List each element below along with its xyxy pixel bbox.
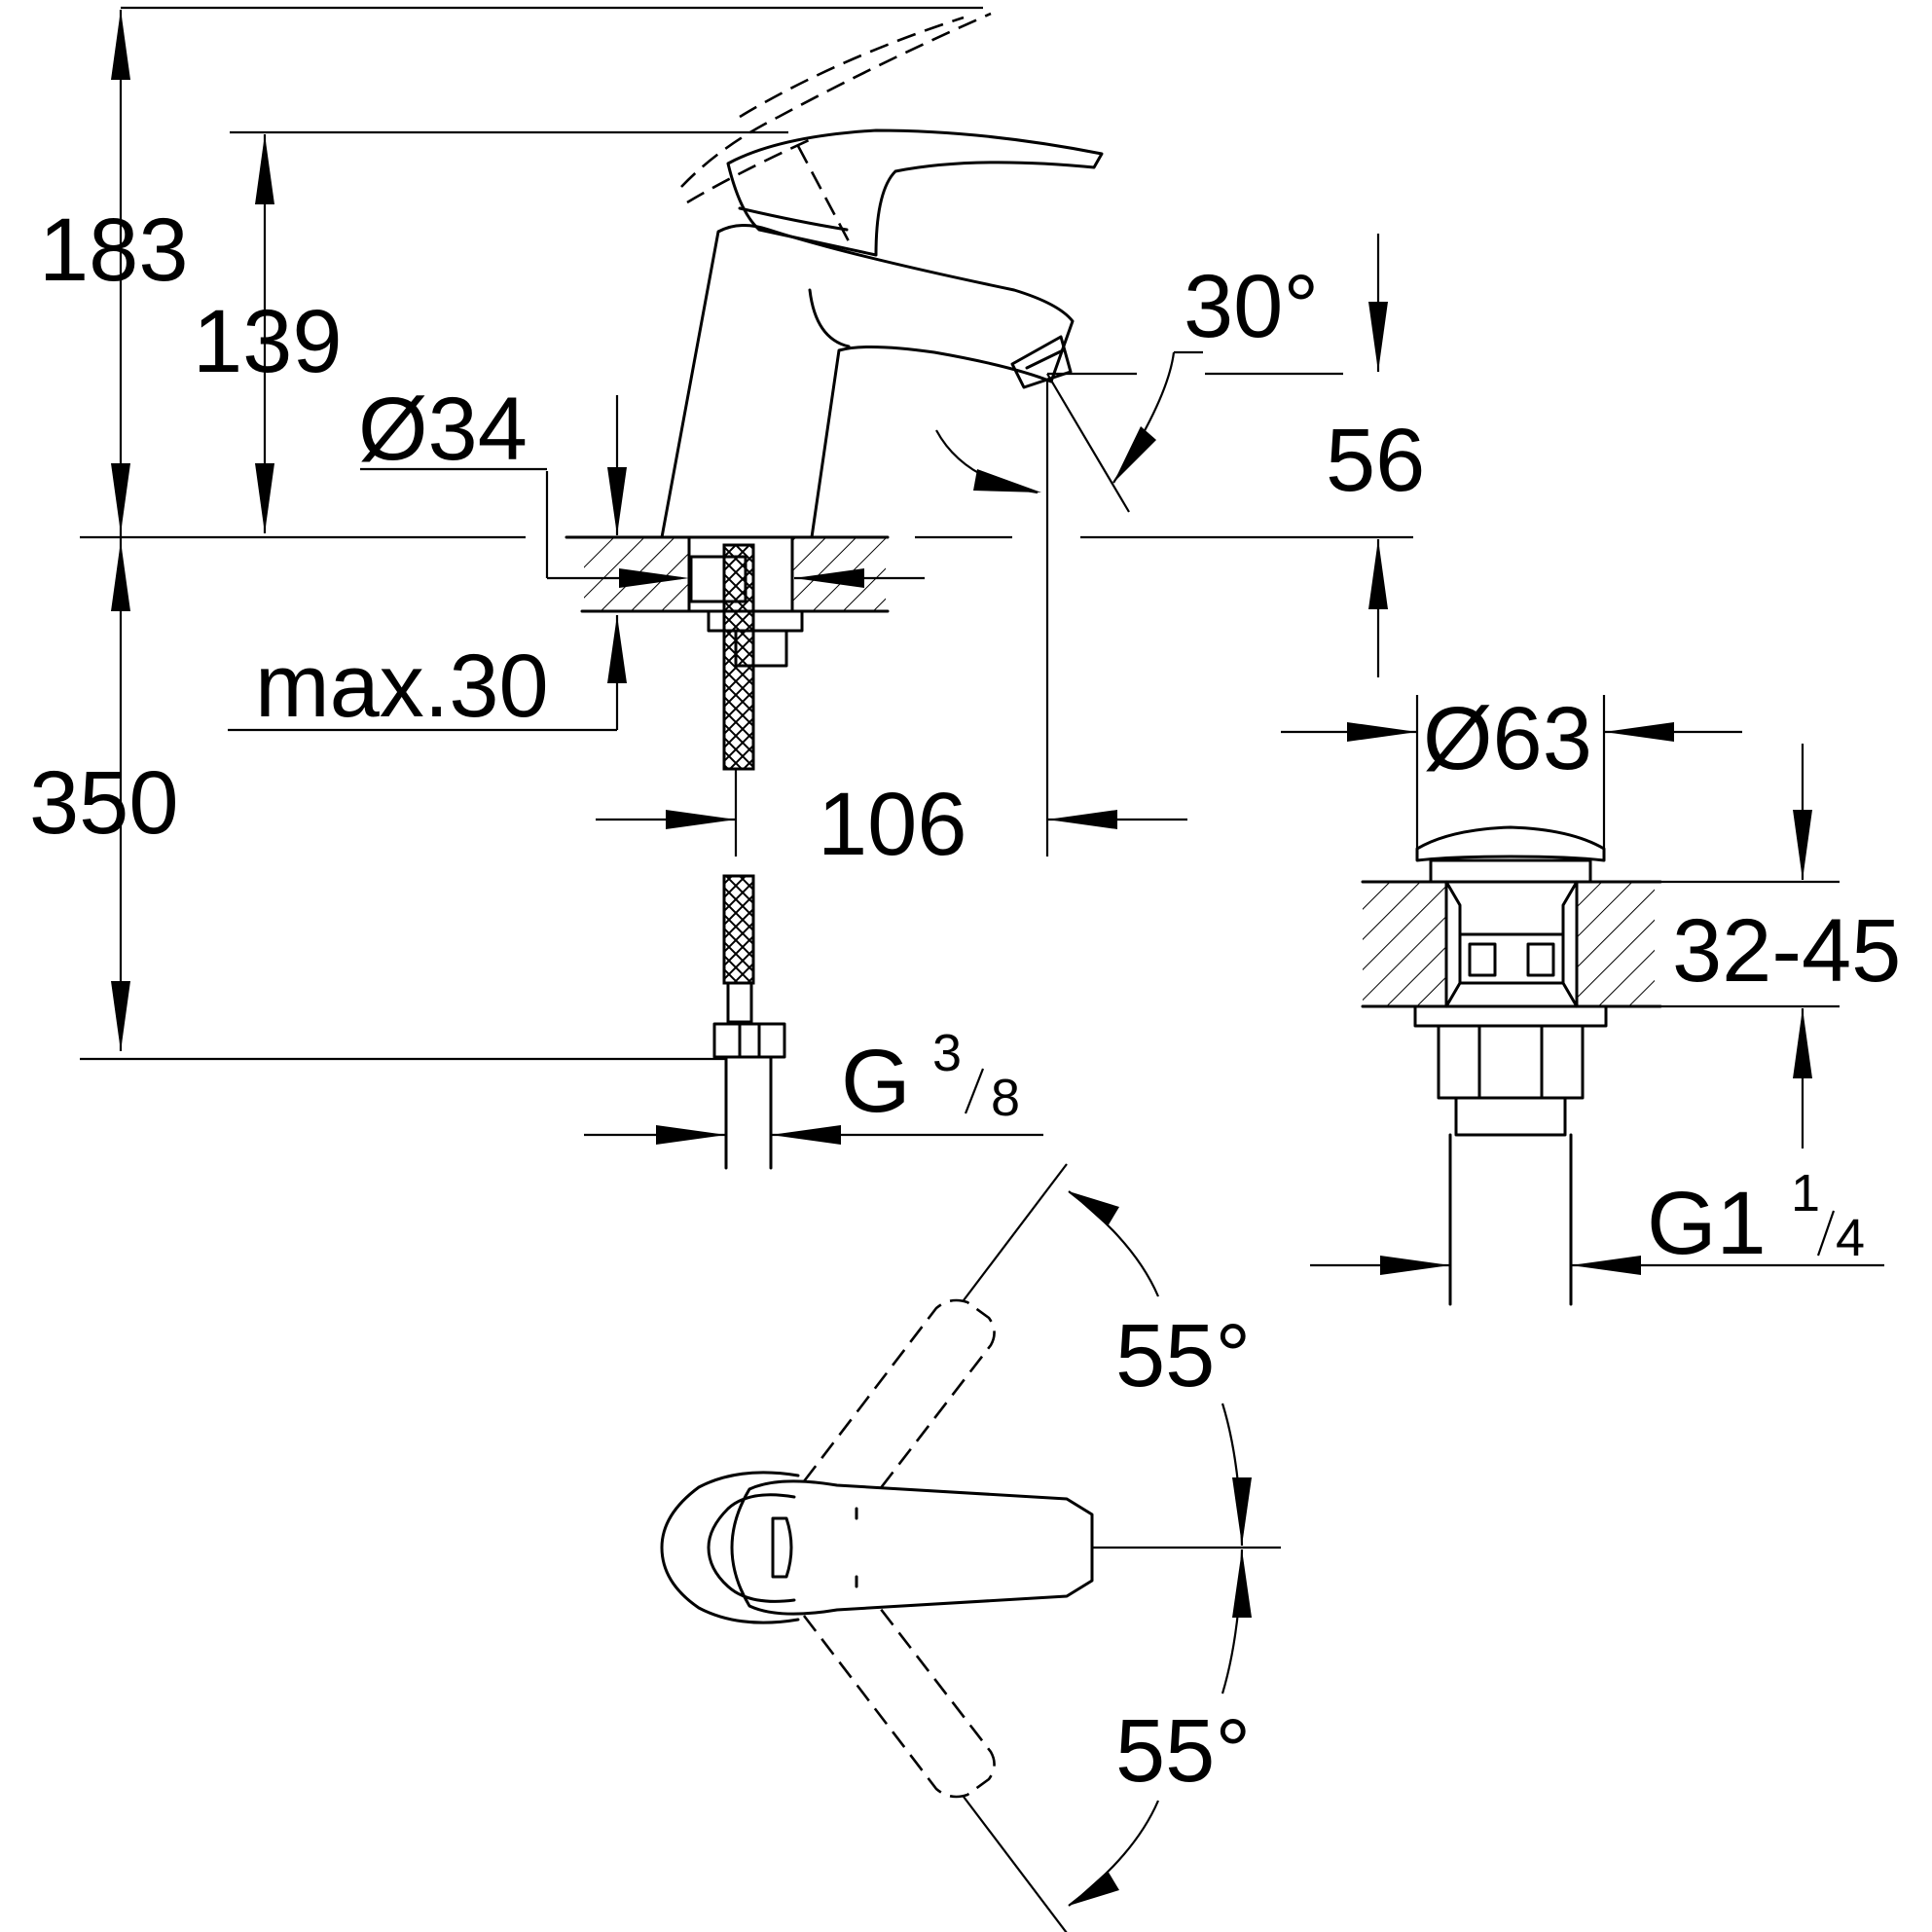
dimension-hose-thread-numerator: 3 <box>932 1024 962 1082</box>
lever-rotated-down <box>802 1607 996 1799</box>
dimension-106-label: 106 <box>818 775 967 874</box>
dimension-56: 56 <box>1326 234 1425 677</box>
dimension-diameter-34-label: Ø34 <box>358 380 528 479</box>
dimension-max-30-label: max.30 <box>255 637 549 736</box>
aerator <box>1010 335 1073 389</box>
top-view-lever <box>730 1479 1094 1616</box>
dimension-183-label: 183 <box>39 200 189 300</box>
dimension-angle-30: 30° <box>935 257 1343 513</box>
dimension-hose-thread-label: G <box>841 1032 911 1131</box>
dimension-hose-thread-denominator: 8 <box>991 1069 1020 1127</box>
dimension-183: 183 <box>39 6 983 1051</box>
dimension-56-label: 56 <box>1326 411 1425 510</box>
top-view-body <box>660 1471 800 1624</box>
dimension-angle-30-label: 30° <box>1184 257 1319 356</box>
braided-hose <box>712 543 786 1170</box>
dimension-waste-thread: G1 1 4 <box>1310 1164 1884 1275</box>
lever <box>726 128 1104 257</box>
popup-waste-view: Ø63 32-45 G1 1 4 <box>1281 689 1901 1306</box>
faucet-side-view: 183 139 Ø34 <box>29 6 1425 1170</box>
dimension-angle-55-down-label: 55° <box>1115 1701 1251 1801</box>
lever-rotated-up <box>802 1298 996 1490</box>
dimension-angle-55-down: 55° <box>1068 1549 1252 1907</box>
dimension-hose-thread: G 3 8 <box>584 1024 1043 1145</box>
dimension-139-label: 139 <box>193 292 343 391</box>
dimension-max-30: max.30 <box>228 395 627 736</box>
dimension-angle-55-up: 55° <box>1068 1190 1252 1547</box>
dimension-diameter-34: Ø34 <box>358 380 925 588</box>
tap-body <box>660 224 1075 539</box>
dimension-350-label: 350 <box>29 753 179 853</box>
waste-cap <box>1415 825 1606 862</box>
dimension-139: 139 <box>193 130 788 533</box>
dimension-32-45-label: 32-45 <box>1672 901 1901 1001</box>
dimension-106: 106 <box>596 382 1187 874</box>
dimension-waste-thread-denominator: 4 <box>1836 1209 1865 1267</box>
lever-raised-outline <box>680 12 992 242</box>
dimension-32-45: 32-45 <box>1660 744 1901 1148</box>
faucet-top-view: 55° 55° <box>660 1163 1281 1932</box>
dimension-waste-thread-numerator: 1 <box>1791 1164 1820 1222</box>
dimension-diameter-63-label: Ø63 <box>1423 689 1592 788</box>
dimension-angle-55-up-label: 55° <box>1115 1306 1251 1405</box>
dimension-diameter-63: Ø63 <box>1281 689 1742 849</box>
dimension-waste-thread-label: G1 <box>1647 1174 1767 1273</box>
